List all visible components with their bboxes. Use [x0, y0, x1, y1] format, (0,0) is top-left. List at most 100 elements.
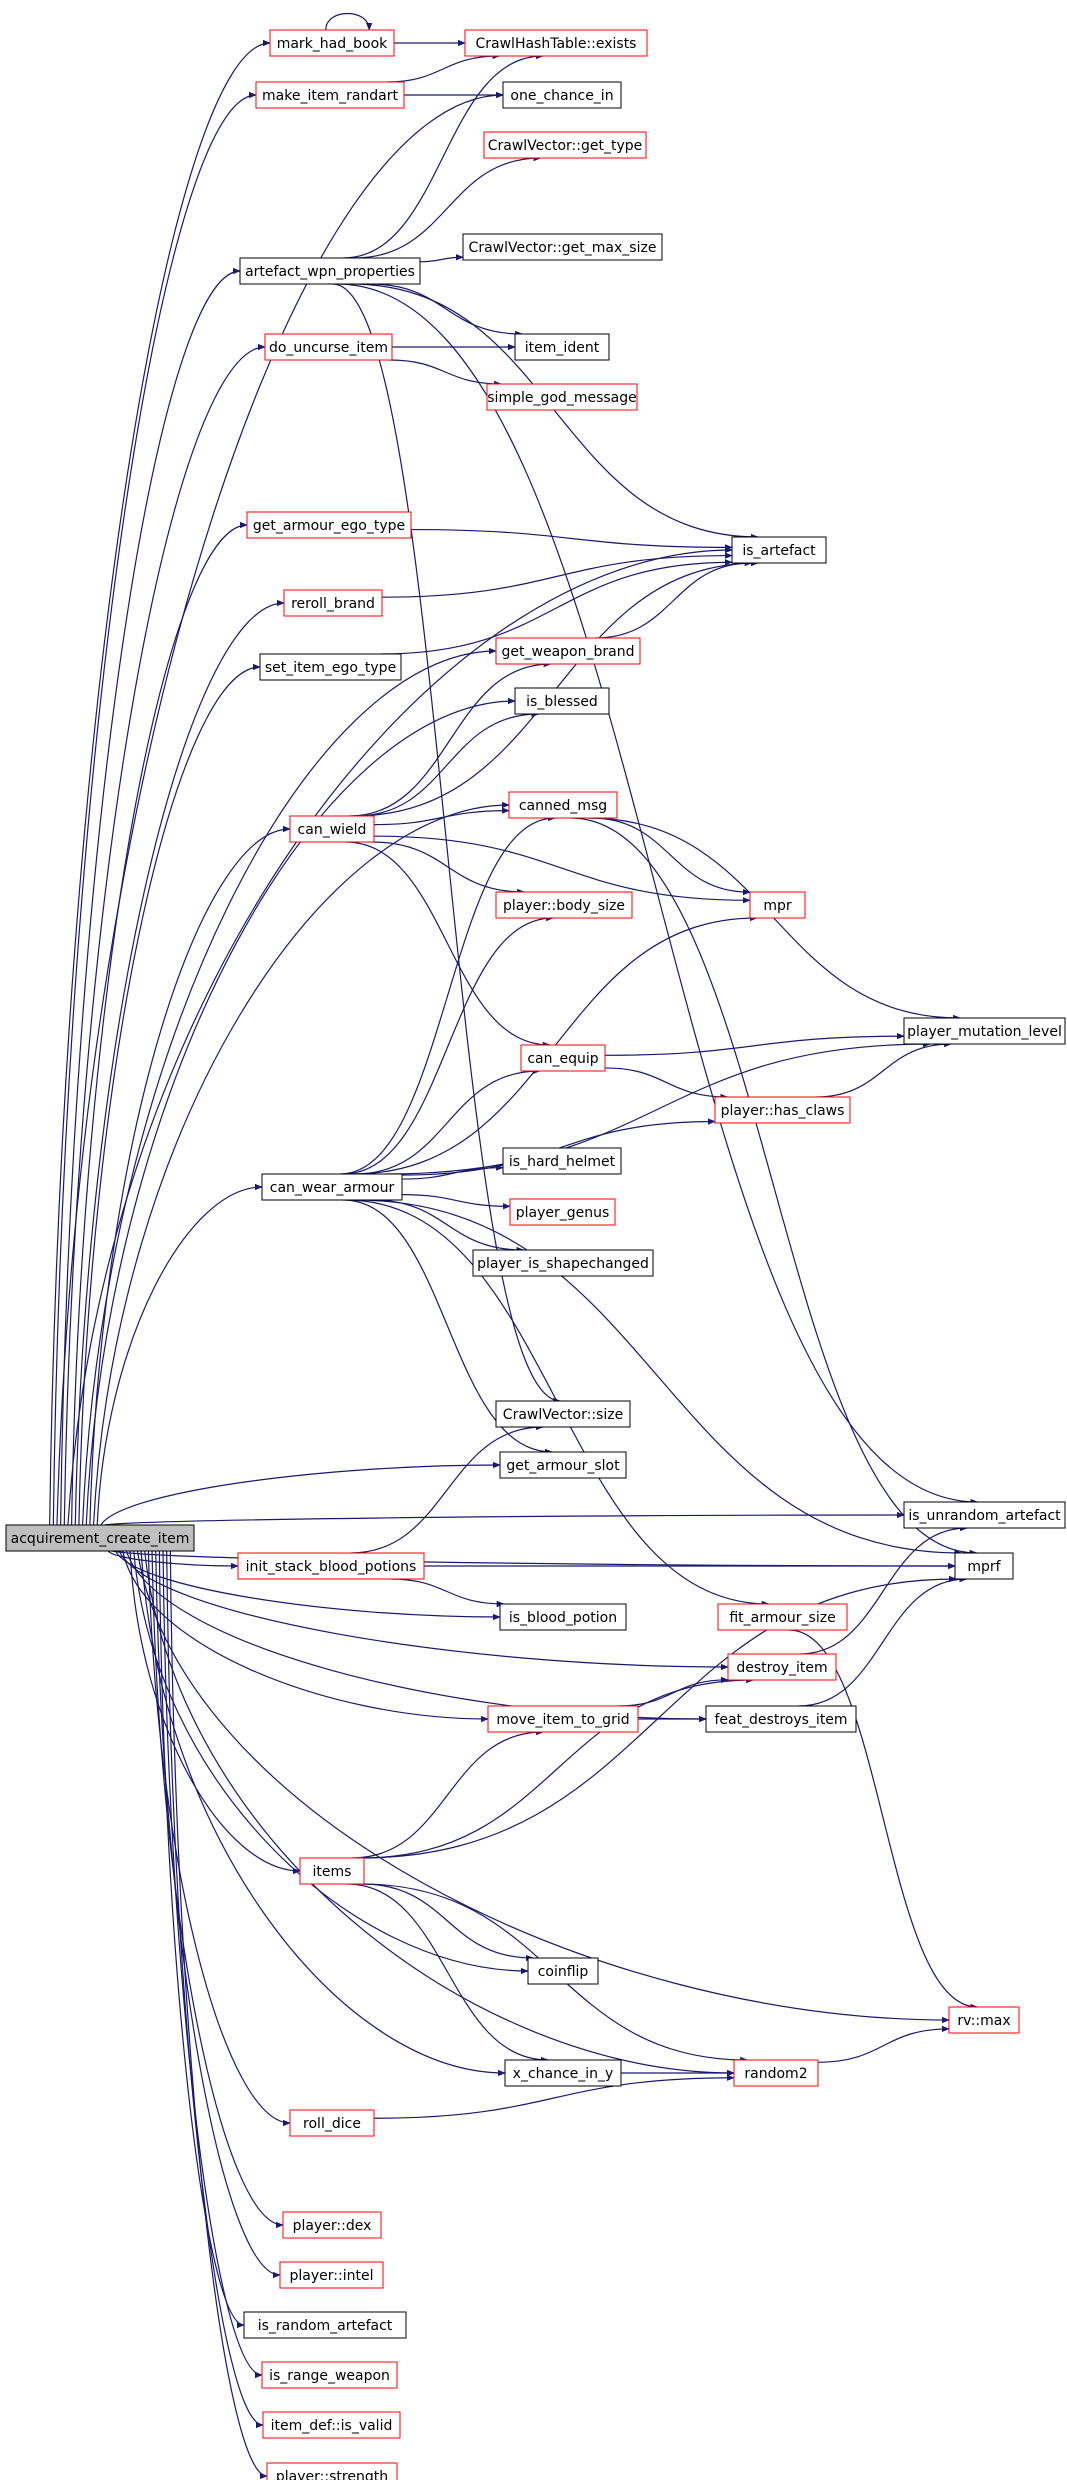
node-label: mprf [967, 1559, 1001, 1575]
node-get-weapon-brand[interactable]: get_weapon_brand [495, 637, 641, 665]
call-edge [339, 814, 556, 1175]
node-is-unrandom-artefact[interactable]: is_unrandom_artefact [903, 1501, 1066, 1529]
call-edge [56, 91, 504, 1526]
node-set-item-ego-type[interactable]: set_item_ego_type [259, 653, 402, 681]
node-item-ident[interactable]: item_ident [514, 333, 610, 361]
node-label: player::has_claws [721, 1103, 845, 1119]
node-player-has-claws[interactable]: player::has_claws [714, 1096, 851, 1124]
node-player-is-shapechanged[interactable]: player_is_shapechanged [472, 1249, 654, 1277]
node-feat-destroys-item[interactable]: feat_destroys_item [705, 1705, 857, 1733]
node-one-chance-in[interactable]: one_chance_in [502, 81, 622, 109]
node-coinflip[interactable]: coinflip [527, 1957, 599, 1985]
node-label: feat_destroys_item [714, 1712, 847, 1728]
call-edge [815, 1040, 953, 1098]
node-init-stack-blood-potions[interactable]: init_stack_blood_potions [237, 1552, 425, 1580]
call-edge [169, 1550, 268, 2480]
node-crawlhashtable-exists[interactable]: CrawlHashTable::exists [464, 29, 648, 57]
call-edge [354, 1199, 963, 1557]
call-edge [342, 914, 555, 1175]
node-box [289, 815, 375, 843]
node-mprf[interactable]: mprf [954, 1552, 1014, 1580]
call-edge [604, 1067, 729, 1101]
node-move-item-to-grid[interactable]: move_item_to_grid [487, 1705, 639, 1733]
node-is-artefact[interactable]: is_artefact [731, 536, 827, 564]
node-items[interactable]: items [299, 1857, 365, 1885]
node-x-chance-in-y[interactable]: x_chance_in_y [504, 2059, 622, 2087]
node-fit-armour-size[interactable]: fit_armour_size [717, 1603, 848, 1631]
node-box [499, 1451, 627, 1479]
node-player-genus[interactable]: player_genus [509, 1198, 616, 1226]
node-label: is_blood_potion [509, 1610, 617, 1626]
node-simple-god-message[interactable]: simple_god_message [486, 383, 638, 411]
node-make-item-randart[interactable]: make_item_randart [255, 81, 405, 109]
call-edge [147, 1550, 291, 2127]
node-crawlvector-get-max-size[interactable]: CrawlVector::get_max_size [462, 233, 663, 261]
node-label: player_is_shapechanged [477, 1256, 649, 1272]
node-label: is_random_artefact [258, 2318, 393, 2334]
node-label: CrawlVector::get_max_size [469, 240, 657, 256]
call-edge [49, 39, 271, 1526]
node-player-body-size[interactable]: player::body_size [495, 891, 633, 919]
node-box [462, 233, 663, 261]
node-get-armour-slot[interactable]: get_armour_slot [499, 1451, 627, 1479]
node-box [237, 1552, 425, 1580]
node-crawlvector-size[interactable]: CrawlVector::size [495, 1400, 631, 1428]
node-label: random2 [744, 2066, 807, 2082]
node-mark-had-book[interactable]: mark_had_book [269, 29, 395, 57]
node-box [733, 2059, 819, 2087]
node-roll-dice[interactable]: roll_dice [289, 2109, 375, 2137]
node-box [954, 1552, 1014, 1580]
call-edge [373, 2074, 735, 2119]
call-edge [67, 546, 733, 1526]
node-box [727, 1653, 837, 1681]
node-label: mark_had_book [277, 36, 388, 52]
call-edge [350, 1423, 544, 1554]
call-edge [369, 283, 524, 338]
node-label: move_item_to_grid [496, 1712, 629, 1728]
node-box [283, 589, 383, 617]
node-is-range-weapon[interactable]: is_range_weapon [261, 2361, 398, 2389]
node-player-mutation-level[interactable]: player_mutation_level [903, 1017, 1066, 1045]
call-edge [155, 1550, 281, 2279]
node-artefact-wpn-properties[interactable]: artefact_wpn_properties [239, 257, 421, 285]
node-box [514, 333, 610, 361]
node-acquirement-create-item[interactable]: acquirement_create_item [5, 1524, 195, 1552]
node-box [499, 1603, 627, 1631]
node-destroy-item[interactable]: destroy_item [727, 1653, 837, 1681]
node-rv-max[interactable]: rv::max [948, 2006, 1020, 2034]
node-can-wield[interactable]: can_wield [289, 815, 375, 843]
node-box [5, 1524, 195, 1552]
node-player-dex[interactable]: player::dex [282, 2211, 382, 2239]
node-random2[interactable]: random2 [733, 2059, 819, 2087]
node-canned-msg[interactable]: canned_msg [508, 791, 618, 819]
node-box [246, 511, 412, 539]
node-is-random-artefact[interactable]: is_random_artefact [243, 2311, 407, 2339]
node-reroll-brand[interactable]: reroll_brand [283, 589, 383, 617]
node-box [948, 2006, 1020, 2034]
node-can-equip[interactable]: can_equip [520, 1044, 606, 1072]
node-do-uncurse-item[interactable]: do_uncurse_item [264, 333, 393, 361]
call-edge [63, 343, 266, 1526]
node-is-blood-potion[interactable]: is_blood_potion [499, 1603, 627, 1631]
call-edge [342, 52, 544, 259]
call-edge [60, 267, 241, 1526]
call-edge [817, 2025, 950, 2063]
call-edge [401, 1193, 511, 1210]
node-get-armour-ego-type[interactable]: get_armour_ego_type [246, 511, 412, 539]
node-can-wear-armour[interactable]: can_wear_armour [261, 1173, 403, 1201]
node-box [705, 1705, 857, 1733]
node-crawlvector-get-type[interactable]: CrawlVector::get_type [483, 131, 647, 159]
call-edge [595, 559, 753, 639]
node-is-blessed[interactable]: is_blessed [514, 687, 610, 715]
node-item-def-is-valid[interactable]: item_def::is_valid [262, 2411, 401, 2439]
node-mpr[interactable]: mpr [749, 891, 806, 919]
node-label: is_artefact [742, 543, 816, 559]
node-is-hard-helmet[interactable]: is_hard_helmet [502, 1147, 622, 1175]
node-player-strength[interactable]: player::strength [266, 2462, 398, 2480]
call-edge [96, 1183, 263, 1526]
node-player-intel[interactable]: player::intel [279, 2261, 384, 2289]
node-box [239, 257, 421, 285]
call-edge [355, 1067, 541, 1175]
